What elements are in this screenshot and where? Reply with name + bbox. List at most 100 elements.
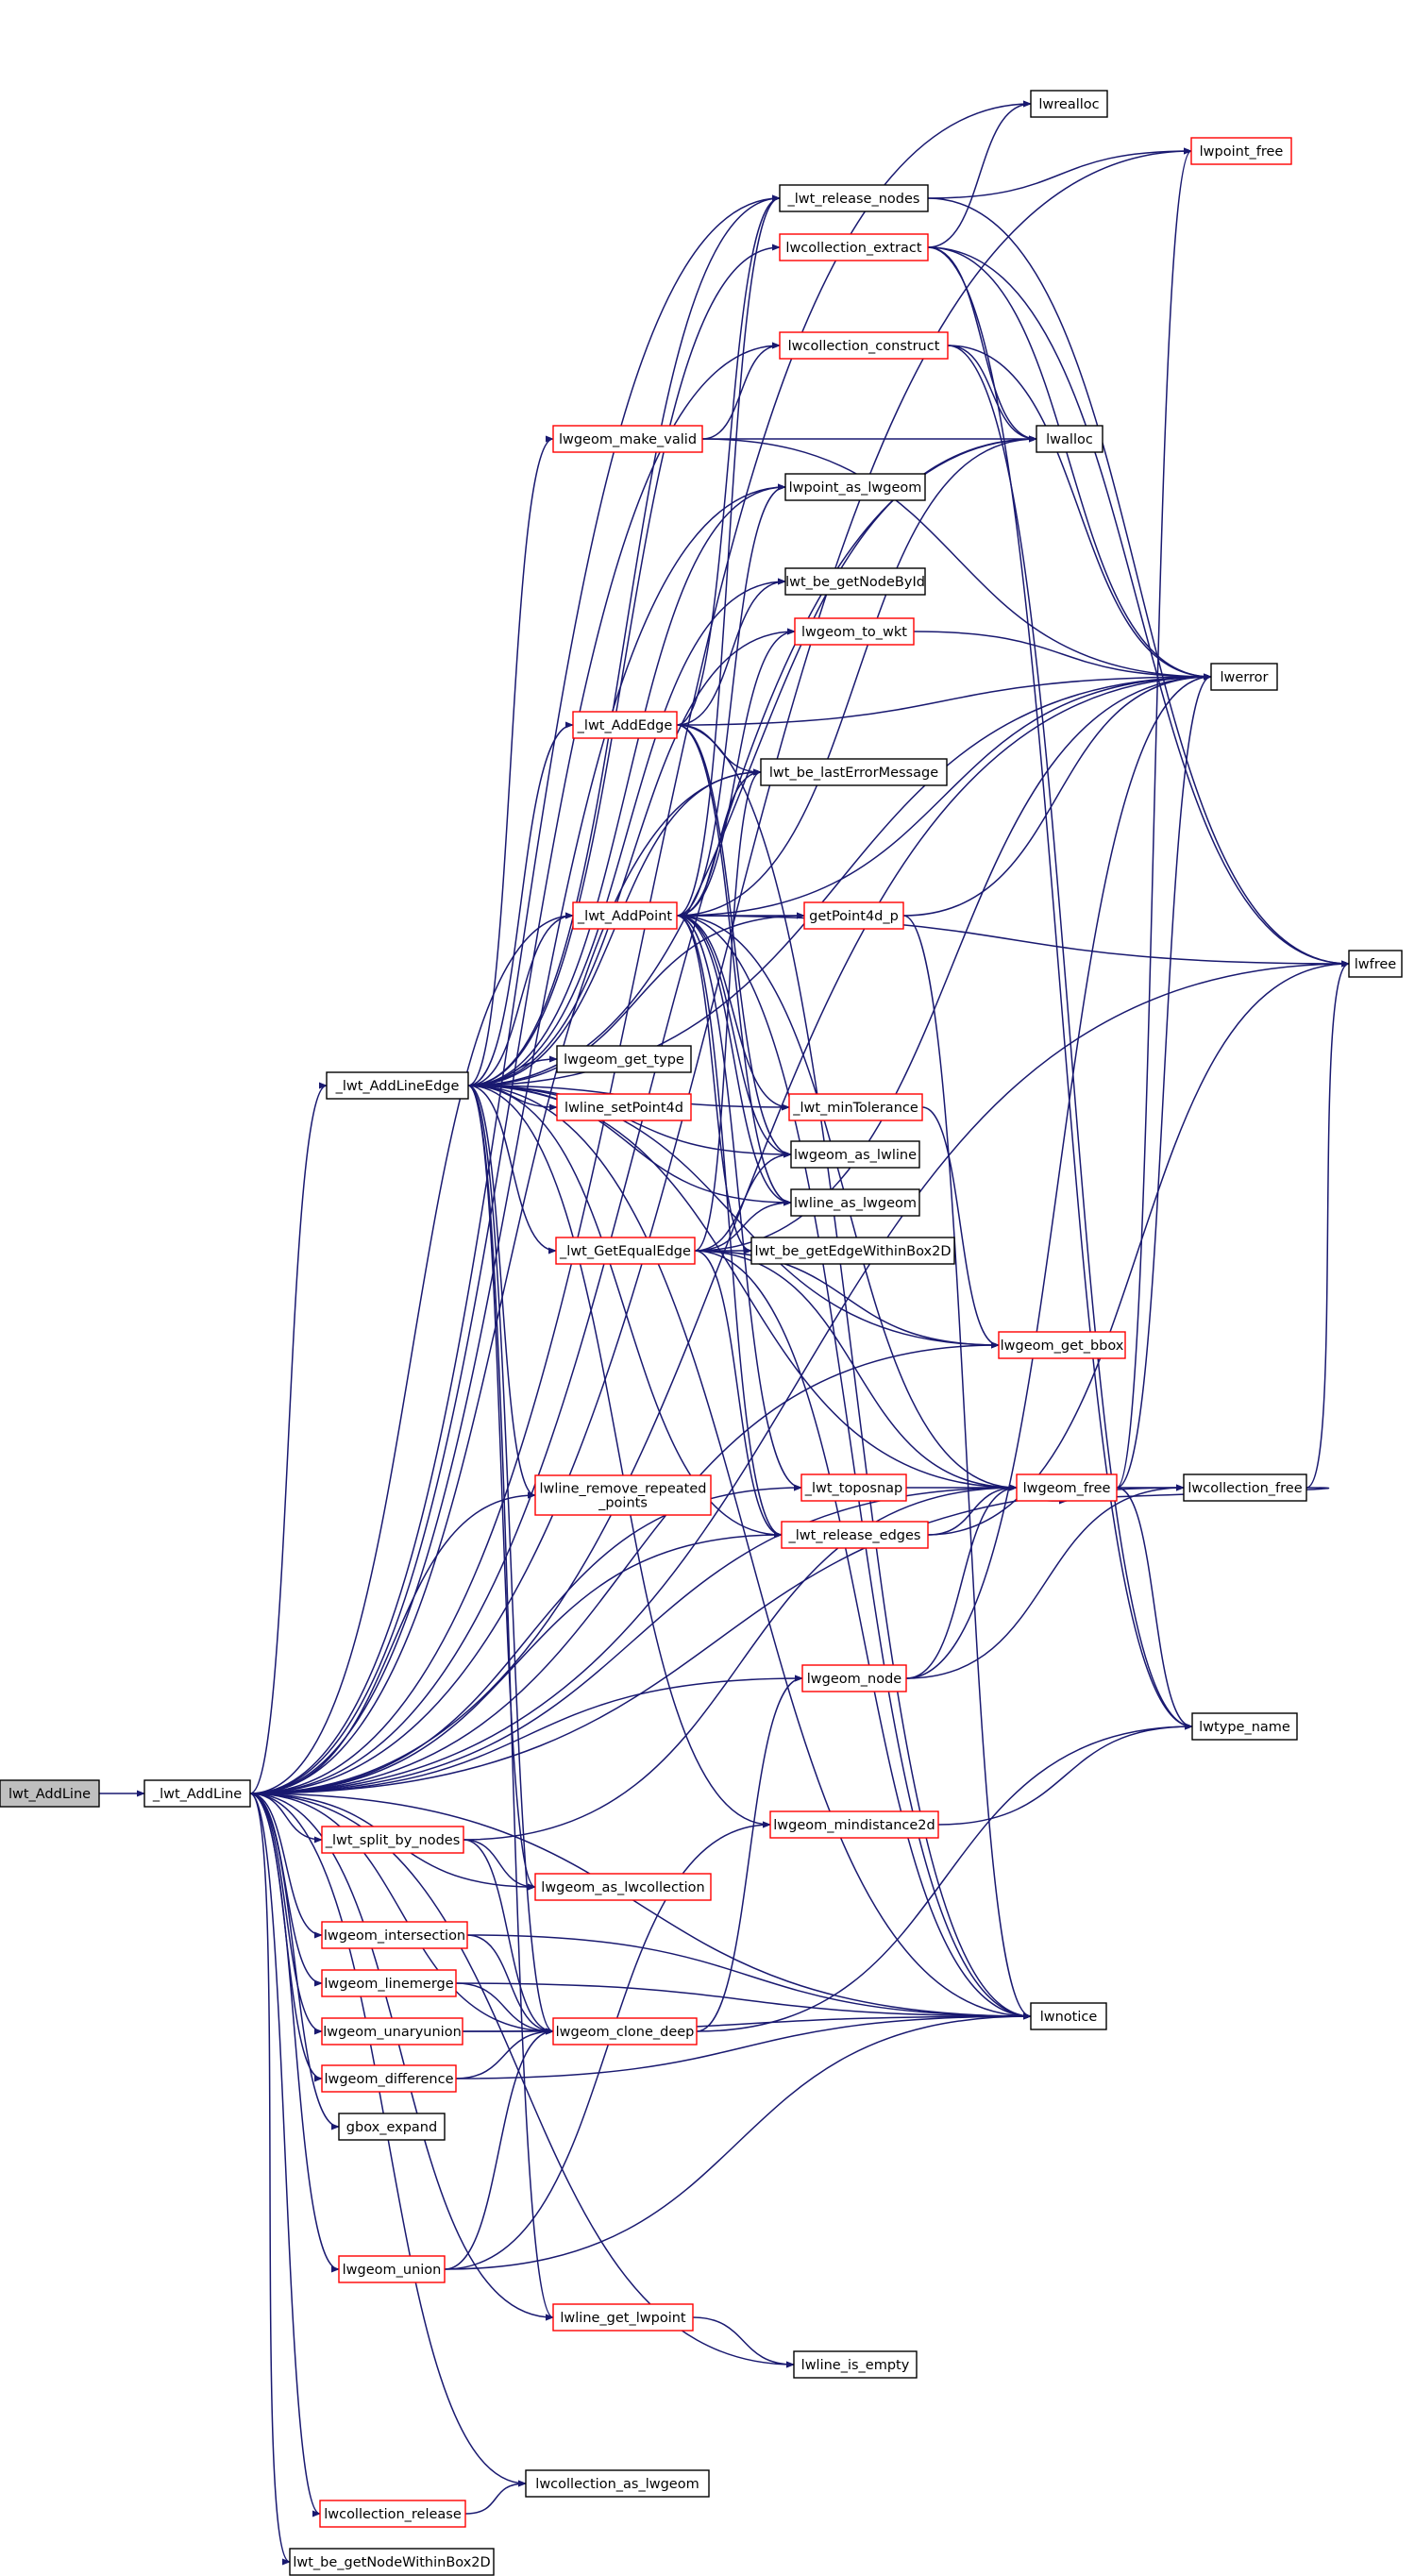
node-lwerror[interactable]: lwerror [1210, 663, 1278, 691]
node-lwgeom-clone-deep[interactable]: lwgeom_clone_deep [552, 2017, 698, 2046]
node-lwt-be-getNodeById[interactable]: lwt_be_getNodeById [784, 567, 926, 596]
node-label: _lwt_split_by_nodes [325, 1833, 461, 1848]
node-box [572, 901, 678, 930]
node-lwgeom-linemerge[interactable]: lwgeom_linemerge [321, 1969, 457, 1997]
node--lwt-split-by-nodes[interactable]: _lwt_split_by_nodes [321, 1826, 464, 1854]
edge-lwgeom_free-to-lwpoint_free [1116, 147, 1192, 1489]
node-getPoint4d-p[interactable]: getPoint4d_p [803, 901, 904, 930]
edge-_lwt_AddLine-to-_lwt_AddPoint [249, 912, 574, 1794]
node-label: lwline_setPoint4d [564, 1101, 683, 1116]
edge-_lwt_AddLineEdge-to-lwpoint_as_lwgeom [467, 483, 786, 1086]
node-lwalloc[interactable]: lwalloc [1036, 425, 1103, 453]
node-label: lwt_be_lastErrorMessage [769, 766, 938, 781]
node-lwgeom-get-bbox[interactable]: lwgeom_get_bbox [998, 1331, 1126, 1359]
node--lwt-AddPoint[interactable]: _lwt_AddPoint [572, 901, 678, 930]
node-lwgeom-get-type[interactable]: lwgeom_get_type [556, 1045, 692, 1073]
edge-_lwt_AddLine-to-lwgeom_unaryunion [249, 1793, 323, 2035]
edge-_lwt_AddLine-to-lwcollection_free [249, 1484, 1185, 1794]
node-lwpoint-free[interactable]: lwpoint_free [1190, 137, 1292, 165]
node-lwt-be-getEdgeWithinBox2D[interactable]: lwt_be_getEdgeWithinBox2D [750, 1237, 955, 1265]
node-lwline-as-lwgeom[interactable]: lwline_as_lwgeom [790, 1188, 920, 1217]
node-lwt-be-lastErrorMessage[interactable]: lwt_be_lastErrorMessage [760, 758, 948, 786]
node-label: _lwt_AddLineEdge [335, 1079, 460, 1094]
node-lwtype-name[interactable]: lwtype_name [1191, 1712, 1298, 1741]
node-lwrealloc[interactable]: lwrealloc [1030, 90, 1108, 118]
node-lwgeom-intersection[interactable]: lwgeom_intersection [321, 1921, 468, 1949]
edge-lwcollection_release-to-lwcollection_as_lwgeom [464, 2480, 527, 2515]
node-lwt-AddLine[interactable]: lwt_AddLine [0, 1779, 100, 1808]
edge-_lwt_AddPoint-to-lwerror [676, 673, 1212, 917]
node-label: lwcollection_construct [788, 339, 940, 354]
node-lwcollection-free[interactable]: lwcollection_free [1183, 1473, 1307, 1502]
node-lwline-setPoint4d[interactable]: lwline_setPoint4d [556, 1093, 692, 1121]
edge-lwgeom_make_valid-to-lwerror [701, 438, 1212, 681]
node--lwt-release-nodes[interactable]: _lwt_release_nodes [779, 184, 929, 212]
edge-_lwt_AddLineEdge-to-lwgeom_to_wkt [467, 628, 796, 1086]
node-label: lwline_is_empty [801, 2358, 910, 2373]
edge-_lwt_GetEqualEdge-to-lwerror [694, 673, 1212, 1252]
node-lwnotice[interactable]: lwnotice [1030, 2002, 1107, 2030]
node-lwcollection-construct[interactable]: lwcollection_construct [779, 331, 949, 360]
node-label: lwgeom_linemerge [324, 1977, 453, 1992]
edge-_lwt_AddLine-to-lwline_get_lwpoint [249, 1793, 554, 2321]
node-lwt-be-getNodeWithinBox2D[interactable]: lwt_be_getNodeWithinBox2D [289, 2548, 495, 2576]
node-box [289, 2548, 495, 2576]
node-lwfree[interactable]: lwfree [1348, 950, 1403, 978]
node-lwgeom-to-wkt[interactable]: lwgeom_to_wkt [794, 617, 915, 646]
node-box [321, 2064, 457, 2093]
edge-_lwt_GetEqualEdge-to-lwline_as_lwgeom [694, 1199, 792, 1252]
node-label: _lwt_GetEqualEdge [559, 1244, 691, 1259]
node-box [552, 2017, 698, 2046]
node-lwcollection-extract[interactable]: lwcollection_extract [779, 233, 929, 261]
node-lwgeom-as-lwcollection[interactable]: lwgeom_as_lwcollection [534, 1873, 712, 1901]
node-lwgeom-make-valid[interactable]: lwgeom_make_valid [552, 425, 703, 453]
node-lwline-get-lwpoint[interactable]: lwline_get_lwpoint [552, 2303, 694, 2332]
node-lwgeom-mindistance2d[interactable]: lwgeom_mindistance2d [769, 1810, 939, 1839]
node-gbox-expand[interactable]: gbox_expand [338, 2113, 446, 2141]
node-box [803, 901, 904, 930]
edge-_lwt_AddLine-to-lwgeom_intersection [249, 1793, 323, 1939]
node--lwt-AddLineEdge[interactable]: _lwt_AddLineEdge [326, 1071, 469, 1100]
node-lwgeom-union[interactable]: lwgeom_union [338, 2255, 446, 2283]
node-box [321, 1826, 464, 1854]
node-box [321, 2017, 463, 2046]
node-lwcollection-release[interactable]: lwcollection_release [319, 2500, 466, 2528]
edge-_lwt_AddLine-to-lwgeom_clone_deep [249, 1793, 554, 2035]
edge-lwgeom_linemerge-to-lwnotice [455, 1982, 1032, 2020]
node--lwt-GetEqualEdge[interactable]: _lwt_GetEqualEdge [555, 1237, 696, 1265]
edge-lwcollection_extract-to-lwerror [927, 246, 1212, 681]
node-box [790, 1140, 920, 1169]
node-lwgeom-node[interactable]: lwgeom_node [801, 1664, 907, 1692]
node-lwgeom-unaryunion[interactable]: lwgeom_unaryunion [321, 2017, 463, 2046]
edge-lwcollection_extract-to-lwrealloc [927, 100, 1032, 248]
node-lwcollection-as-lwgeom[interactable]: lwcollection_as_lwgeom [525, 2469, 710, 2498]
node--lwt-toposnap[interactable]: _lwt_toposnap [800, 1473, 907, 1502]
node-label: lwpoint_free [1200, 144, 1284, 160]
node-box [1183, 1473, 1307, 1502]
node-box [800, 1473, 907, 1502]
node-label: lwgeom_to_wkt [801, 625, 907, 640]
node-lwpoint-as-lwgeom[interactable]: lwpoint_as_lwgeom [784, 473, 926, 501]
edge-_lwt_AddLine-to-lwgeom_union [249, 1793, 340, 2273]
edge-_lwt_AddPoint-to-lwline_as_lwgeom [676, 915, 792, 1206]
edge-_lwt_AddEdge-to-lwline_as_lwgeom [676, 724, 792, 1206]
node-lwline-is-empty[interactable]: lwline_is_empty [793, 2350, 918, 2379]
edge-lwcollection_extract-to-lwfree [927, 246, 1350, 968]
node-label: lwgeom_clone_deep [556, 2025, 695, 2040]
edge-lwgeom_union-to-lwgeom_mindistance2d [444, 1821, 771, 2270]
edge-_lwt_AddLineEdge-to-_lwt_AddPoint [467, 912, 574, 1086]
node-label: _lwt_AddEdge [577, 718, 673, 733]
edge-_lwt_AddLineEdge-to-lwgeom_clone_deep [467, 1085, 554, 2035]
node-lwgeom-as-lwline[interactable]: lwgeom_as_lwline [790, 1140, 920, 1169]
node--lwt-release-edges[interactable]: _lwt_release_edges [781, 1521, 929, 1549]
node--lwt-minTolerance[interactable]: _lwt_minTolerance [788, 1093, 923, 1121]
node-box [525, 2469, 710, 2498]
node-lwgeom-free[interactable]: lwgeom_free [1016, 1473, 1118, 1502]
node-lwline-remove-repeated-points[interactable]: lwline_remove_repeated_points [534, 1474, 712, 1516]
node-label: lwgeom_unaryunion [323, 2025, 462, 2040]
node--lwt-AddEdge[interactable]: _lwt_AddEdge [572, 711, 678, 739]
node--lwt-AddLine[interactable]: _lwt_AddLine [143, 1779, 251, 1808]
node-lwgeom-difference[interactable]: lwgeom_difference [321, 2064, 457, 2093]
edge-_lwt_AddEdge-to-lwgeom_as_lwline [676, 724, 792, 1158]
edge-_lwt_AddEdge-to-lwt_be_getNodeById [676, 578, 786, 726]
